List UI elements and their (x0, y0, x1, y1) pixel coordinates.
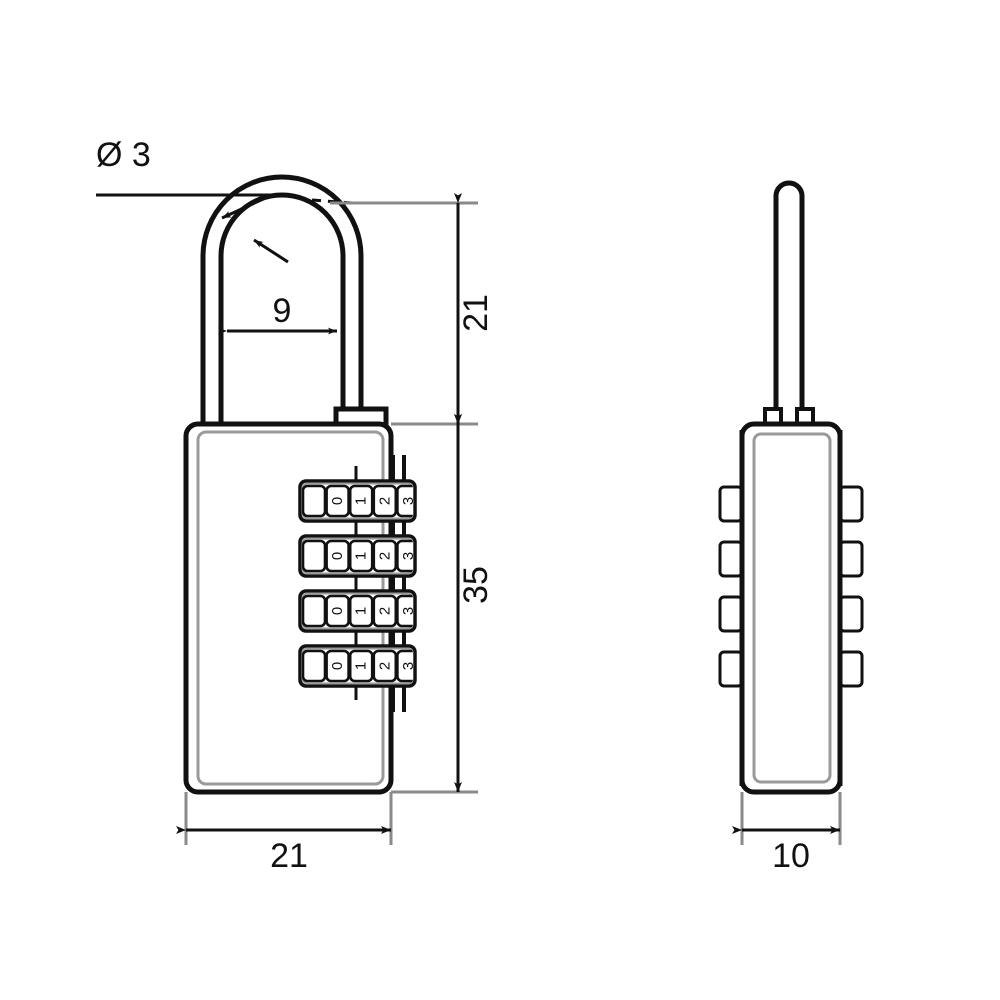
dial-digit-label: 0 (329, 607, 346, 615)
dial-digit-cell[interactable] (302, 649, 327, 683)
dial-digit-cell[interactable] (348, 594, 374, 628)
dial-digit-cell[interactable] (325, 594, 350, 628)
dial-digit-cell[interactable] (348, 539, 374, 573)
dial-digit-label: 1 (353, 497, 370, 505)
body-height-label: 35 (457, 566, 495, 604)
dial-digit-cell[interactable] (325, 484, 350, 518)
dial-digit-label: 3 (400, 662, 417, 670)
dial-digit-label: 3 (400, 607, 417, 615)
body-width-label: 21 (270, 837, 308, 875)
dial-digit-label: 2 (376, 607, 393, 615)
dial-digit-label: 2 (376, 497, 393, 505)
dial-digit-label: 2 (376, 552, 393, 560)
dial-digit-cell[interactable] (302, 594, 327, 628)
side-dial-tab-right-1 (838, 485, 864, 523)
side-dial-tab-left-2 (718, 540, 744, 578)
side-dial-tabs (718, 430, 864, 786)
shackle-diameter-leader (96, 193, 273, 220)
side-dial-tab-right-3 (838, 595, 864, 633)
dial-digit-cell[interactable] (325, 539, 350, 573)
body-depth-label: 10 (772, 837, 810, 875)
dial-digit-cell[interactable] (396, 649, 419, 683)
dial-digit-cell[interactable] (302, 484, 327, 518)
dial-digit-label: 0 (329, 497, 346, 505)
dial-digit-cell[interactable] (372, 484, 398, 518)
dial-digit-label: 3 (400, 552, 417, 560)
dial-digit-label: 1 (353, 552, 370, 560)
dial-digit-label: 3 (400, 497, 417, 505)
dial-digit-cell[interactable] (372, 539, 398, 573)
side-dial-tab-left-1 (718, 485, 744, 523)
dial-digit-cell[interactable] (325, 649, 350, 683)
shackle-inner-width-label: 9 (273, 292, 292, 330)
shackle-side (773, 180, 805, 425)
side-dial-tab-left-3 (718, 595, 744, 633)
side-dial-tab-left-4 (718, 650, 744, 688)
dial-digit-label: 0 (329, 552, 346, 560)
dimension-lines-front (96, 193, 478, 845)
dial-digit-cell[interactable] (396, 484, 419, 518)
dial-digit-cell[interactable] (372, 649, 398, 683)
dial-digit-cell[interactable] (348, 649, 374, 683)
dial-digit-cell[interactable] (396, 594, 419, 628)
dial-digit-label: 1 (353, 607, 370, 615)
side-view (718, 180, 864, 795)
dial-digit-label: 0 (329, 662, 346, 670)
dial-digit-cell[interactable] (302, 539, 327, 573)
shackle-height-label: 21 (457, 294, 495, 332)
side-dial-tab-right-4 (838, 650, 864, 688)
dial-digit-cell[interactable] (348, 484, 374, 518)
dial-digit-cell[interactable] (396, 539, 419, 573)
side-dial-tab-right-2 (838, 540, 864, 578)
dimension-lines-side (732, 792, 842, 845)
shackle-inner-arc-leader (253, 238, 289, 264)
lock-body-side (739, 421, 843, 795)
shackle-diameter-label: Ø 3 (96, 136, 151, 174)
dial-digit-label: 2 (376, 662, 393, 670)
dial-digit-cell[interactable] (372, 594, 398, 628)
dial-digit-label: 1 (353, 662, 370, 670)
